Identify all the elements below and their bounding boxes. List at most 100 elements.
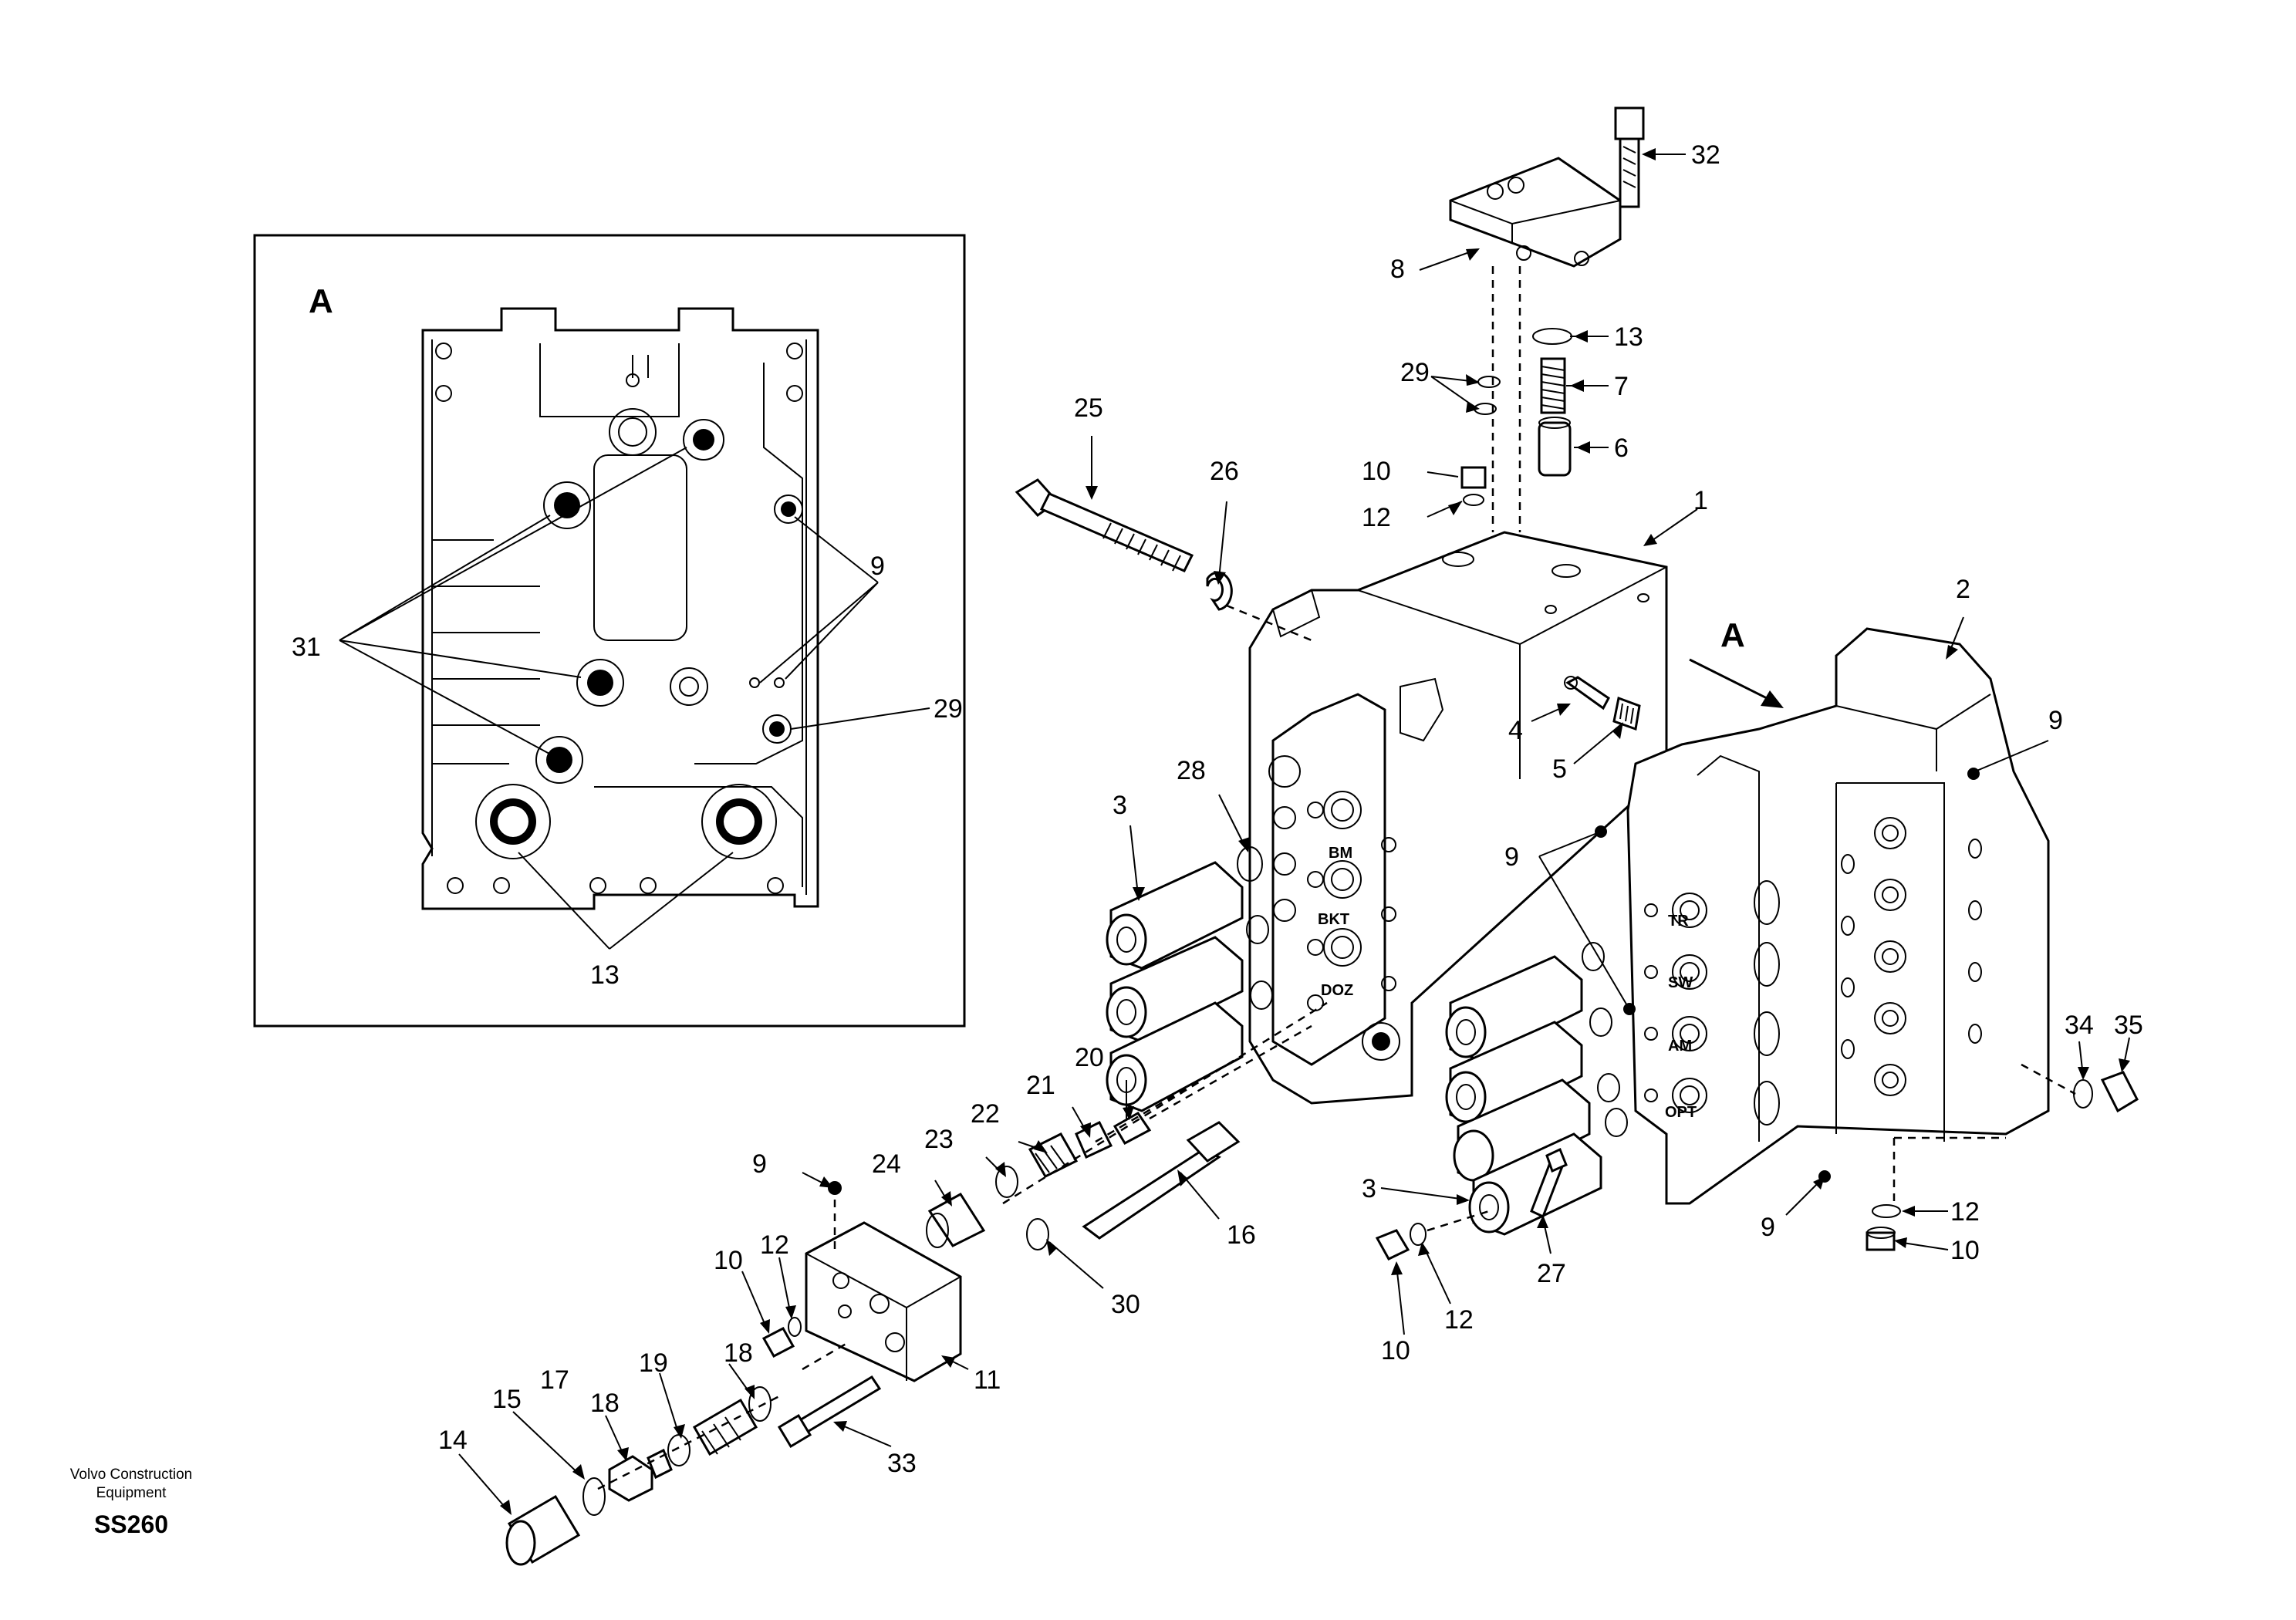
label-9-a: 9: [2048, 706, 2063, 735]
valve-section-plate: [1271, 693, 1386, 1066]
main-view-label: A: [1720, 616, 1745, 654]
label-5: 5: [1552, 754, 1567, 784]
spool-tag-tr: TR: [1668, 913, 1689, 930]
label-11: 11: [974, 1365, 1001, 1395]
plug-10-c: [1866, 1231, 1896, 1251]
spool-tag-opt: OPT: [1665, 1104, 1697, 1121]
label-9-d: 9: [1761, 1213, 1775, 1242]
label-32: 32: [1691, 140, 1720, 170]
label-12-d: 12: [1950, 1197, 1980, 1227]
label-3-a: 3: [1113, 791, 1127, 820]
housing-11: [805, 1221, 962, 1382]
plug-10-d: [761, 1327, 795, 1358]
label-34: 34: [2065, 1011, 2094, 1040]
inset-callout-29: 29: [934, 694, 963, 724]
label-10-d: 10: [1950, 1236, 1980, 1265]
plug-10-b: [1375, 1229, 1410, 1261]
inset-frame: [253, 234, 966, 1028]
label-27: 27: [1537, 1259, 1566, 1288]
label-10-c: 10: [1381, 1336, 1410, 1365]
label-25: 25: [1074, 393, 1103, 423]
inset-view-label: A: [309, 282, 333, 320]
label-1: 1: [1693, 486, 1708, 515]
label-15: 15: [492, 1385, 522, 1414]
label-10-b: 10: [714, 1246, 743, 1275]
brand-line-2: Equipment: [96, 1485, 167, 1501]
label-35: 35: [2114, 1011, 2143, 1040]
o-rings-28: [1237, 846, 1273, 1010]
spool-tag-bm: BM: [1329, 845, 1352, 862]
plunger-24: [927, 1193, 986, 1247]
bolt-25: [1015, 478, 1194, 572]
inset-callout-31: 31: [292, 633, 321, 662]
o-ring-12-b: [1410, 1223, 1427, 1246]
brand-line-1: Volvo Construction: [69, 1466, 193, 1483]
ports-right: [1644, 817, 1982, 1126]
spring-7: [1540, 357, 1566, 414]
label-18-b: 18: [590, 1389, 620, 1418]
washer-18b: [667, 1434, 690, 1466]
spool-tag-am: AM: [1668, 1038, 1692, 1055]
label-10: 10: [1362, 457, 1391, 486]
o-ring-34: [2073, 1079, 2093, 1109]
bolt-33: [792, 1375, 882, 1437]
label-23: 23: [924, 1125, 954, 1154]
o-ring-30: [1026, 1218, 1049, 1250]
spool-tag-bkt: BKT: [1318, 911, 1349, 928]
label-24: 24: [872, 1149, 901, 1179]
plug-35: [2100, 1071, 2139, 1113]
inset-detail-a: A 31 9 29 13: [253, 234, 966, 1028]
label-30: 30: [1111, 1290, 1140, 1319]
label-6: 6: [1614, 434, 1629, 463]
spool-caps-right: [1445, 942, 1628, 1236]
o-ring-12: [1463, 494, 1484, 506]
nut-17: [608, 1455, 653, 1502]
o-ring-12-d: [788, 1317, 802, 1337]
label-29: 29: [1400, 358, 1430, 387]
plug-10: [1460, 466, 1487, 489]
spool-tag-doz: DOZ: [1321, 982, 1353, 999]
leader-arrows: [500, 148, 2130, 1515]
label-20: 20: [1075, 1043, 1104, 1072]
check-4: [1565, 676, 1610, 710]
spool-tag-sw: SW: [1668, 974, 1693, 991]
o-ring-23: [995, 1166, 1018, 1198]
label-3-b: 3: [1362, 1174, 1376, 1203]
inset-callout-9: 9: [870, 552, 885, 581]
flange-cover: [1449, 157, 1622, 268]
label-12-b: 12: [760, 1230, 789, 1260]
label-16: 16: [1227, 1220, 1256, 1250]
diagram-code: SS260: [93, 1510, 169, 1538]
label-12: 12: [1362, 503, 1391, 532]
label-21: 21: [1026, 1071, 1055, 1100]
brand-block: Volvo Construction Equipment SS260: [31, 1466, 231, 1539]
label-9-b: 9: [1504, 842, 1519, 872]
label-22: 22: [971, 1099, 1000, 1129]
spring-19: [692, 1398, 758, 1456]
label-12-c: 12: [1444, 1305, 1474, 1335]
label-18-a: 18: [724, 1338, 753, 1368]
label-9-c: 9: [752, 1149, 767, 1179]
leader-lines: [458, 154, 2130, 1513]
spool-caps-left: [1106, 861, 1244, 1112]
sleeve-6: [1538, 421, 1572, 477]
spool-16: [1082, 1148, 1221, 1240]
main-exploded-view: BM BKT DOZ: [438, 106, 2143, 1566]
label-7: 7: [1614, 372, 1629, 401]
inset-valve-face: [421, 307, 819, 910]
label-2: 2: [1956, 575, 1970, 604]
washer-18a: [748, 1386, 772, 1422]
o-ring-12-c: [1872, 1204, 1901, 1218]
label-17: 17: [540, 1365, 569, 1395]
label-28: 28: [1177, 756, 1206, 785]
label-26: 26: [1210, 457, 1239, 486]
label-4: 4: [1508, 716, 1523, 745]
o-ring-13: [1532, 328, 1572, 345]
label-8: 8: [1390, 255, 1405, 284]
label-14: 14: [438, 1426, 468, 1455]
part-number-labels: 32 8 13 29 7 6 25 26 10 12 1 2 9 4 5 28 …: [438, 140, 2143, 1478]
label-19: 19: [639, 1348, 668, 1378]
inset-callout-13: 13: [590, 960, 620, 990]
label-13: 13: [1614, 322, 1643, 352]
